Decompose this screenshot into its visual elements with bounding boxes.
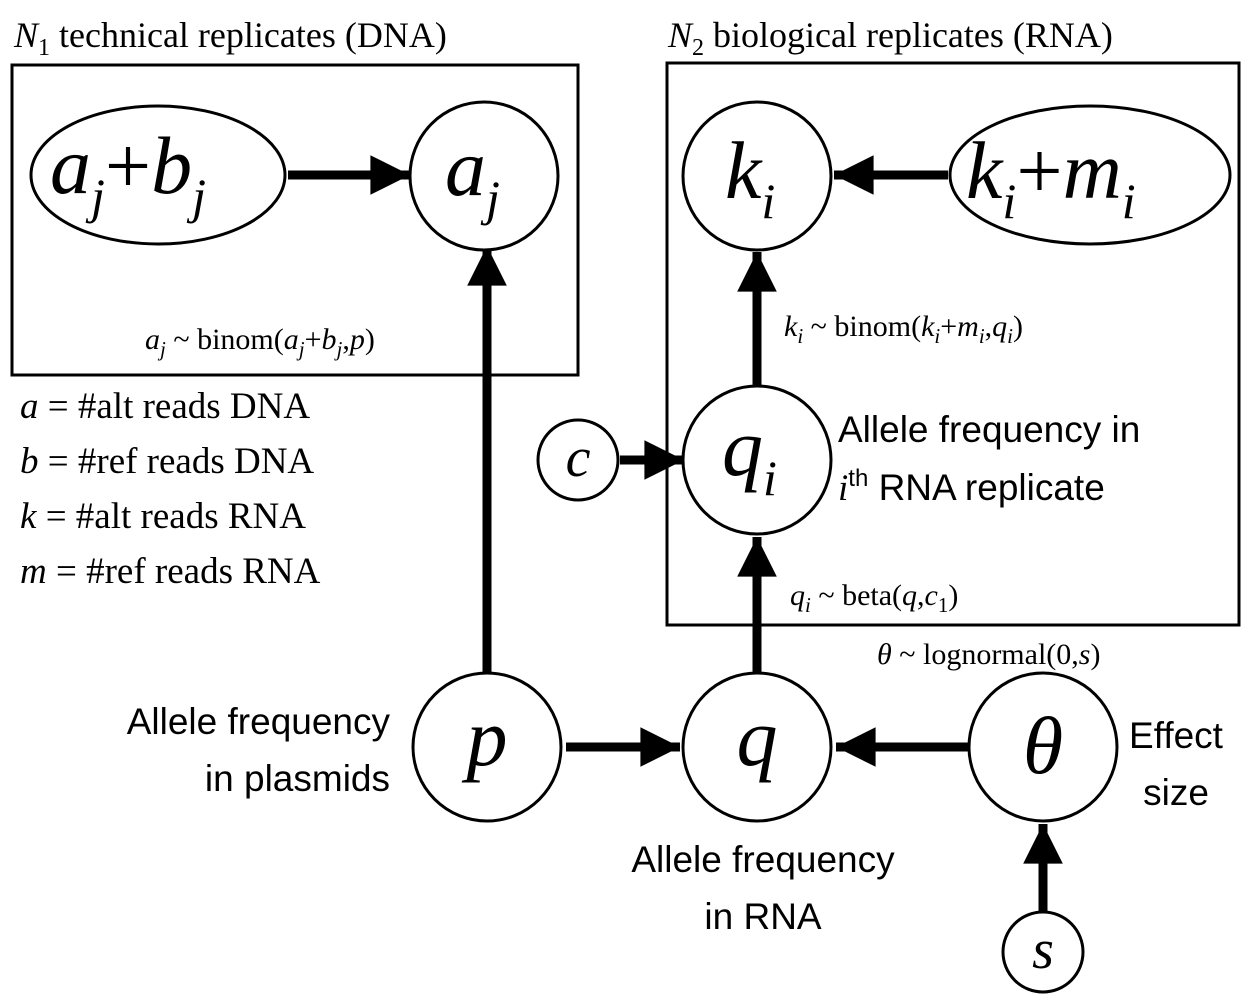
node-theta-label: θ — [1023, 700, 1063, 791]
rna-plate — [665, 61, 1241, 627]
dna-plate-title: N1 technical replicates (DNA) — [13, 15, 447, 61]
node-p — [411, 671, 563, 823]
node-aj-label: aj — [445, 122, 500, 226]
node-p-label: p — [462, 692, 508, 783]
node-qi-label: qi — [722, 402, 777, 506]
caption-p-line2: in plasmids — [205, 758, 390, 799]
node-qi — [681, 384, 833, 536]
node-q — [681, 671, 833, 823]
legend-line-k: k = #alt reads RNA — [20, 496, 306, 537]
caption-q-line2: in RNA — [704, 896, 822, 937]
caption-qi-line2: ith RNA replicate — [838, 465, 1105, 509]
legend-line-b: b = #ref reads DNA — [20, 441, 314, 482]
rna-plate-title: N2 biological replicates (RNA) — [667, 15, 1113, 61]
node-s — [1001, 910, 1085, 994]
legend-line-a: a = #alt reads DNA — [20, 386, 310, 427]
node-theta — [967, 671, 1119, 823]
node-aj — [408, 100, 560, 252]
caption-qi-line1: Allele frequency in — [838, 409, 1140, 450]
dist-ki-binom: ki ~ binom(ki+mi,qi) — [784, 310, 1023, 348]
node-c-label: c — [566, 427, 591, 489]
caption-theta-line1: Effect — [1129, 715, 1224, 756]
caption-q-line1: Allele frequency — [631, 839, 895, 880]
node-ki-plus-mi-label: ki+mi — [966, 125, 1136, 229]
node-ki-plus-mi — [948, 104, 1232, 246]
node-c — [536, 418, 620, 502]
node-aj-plus-bj-label: aj+bj — [50, 120, 206, 224]
dist-qi-beta: qi ~ beta(q,c1) — [790, 579, 958, 617]
dna-plate — [10, 63, 580, 377]
node-q-label: q — [737, 692, 778, 783]
node-aj-plus-bj — [29, 104, 287, 246]
legend-line-m: m = #ref reads RNA — [20, 551, 321, 592]
node-ki-label: ki — [725, 125, 775, 229]
node-ki — [681, 100, 833, 252]
caption-p-line1: Allele frequency — [127, 701, 391, 742]
dist-theta-lognormal: θ ~ lognormal(0,s) — [877, 638, 1100, 671]
node-s-label: s — [1032, 919, 1054, 981]
dist-aj-binom: aj ~ binom(aj+bj,p) — [145, 323, 375, 361]
caption-theta-line2: size — [1143, 772, 1209, 813]
